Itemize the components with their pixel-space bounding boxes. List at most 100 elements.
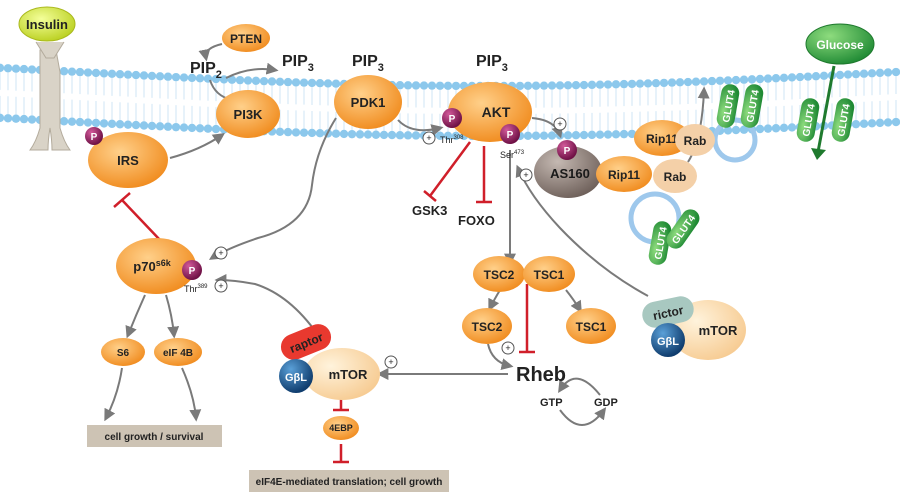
- glut4-membrane-a: GLUT4: [796, 98, 820, 142]
- membrane-head-outer: [723, 76, 733, 85]
- mtor2-label: mTOR: [699, 323, 738, 338]
- membrane-head-inner: [531, 131, 541, 140]
- membrane-head-inner: [867, 119, 877, 128]
- svg-text:Rip11: Rip11: [646, 132, 678, 146]
- membrane-head-outer: [411, 81, 421, 90]
- membrane-head-outer: [595, 80, 605, 89]
- membrane-head-inner: [371, 130, 381, 139]
- membrane-head-inner: [299, 128, 309, 137]
- membrane-head-inner: [203, 124, 213, 133]
- membrane-head-inner: [363, 130, 373, 139]
- inhibit-p70-irs: [113, 192, 161, 241]
- ser473-label: Ser473: [500, 150, 525, 160]
- membrane-head-outer: [395, 81, 405, 90]
- svg-text:eIF 4B: eIF 4B: [163, 348, 193, 359]
- arrow-gdp-gtp: [558, 377, 601, 396]
- membrane-head-outer: [563, 81, 573, 90]
- insulin-ligand: Insulin: [18, 6, 76, 42]
- membrane-head-outer: [675, 78, 685, 87]
- membrane-head-inner: [27, 115, 37, 124]
- membrane-head-inner: [19, 114, 29, 124]
- membrane-head-outer: [315, 79, 325, 88]
- membrane-head-inner: [275, 127, 285, 136]
- glucose-ligand: Glucose: [805, 23, 875, 160]
- membrane-head-inner: [147, 121, 157, 131]
- akt-label: AKT: [482, 104, 511, 120]
- membrane-head-outer: [419, 81, 429, 90]
- membrane-head-inner: [787, 123, 797, 132]
- membrane-head-inner: [611, 130, 621, 139]
- as160-label: AS160: [550, 166, 590, 181]
- membrane-head-inner: [755, 124, 765, 134]
- membrane-head-outer: [451, 81, 461, 91]
- membrane-head-outer: [619, 79, 629, 89]
- akt-phospho-ser473: P: [500, 124, 520, 144]
- svg-text:Rip11: Rip11: [608, 168, 640, 182]
- irs-label: IRS: [117, 153, 139, 168]
- inhibit-4ebp-translation: [333, 444, 349, 464]
- membrane-head-inner: [387, 130, 397, 140]
- membrane-head-inner: [547, 131, 557, 140]
- inhibitions: [113, 141, 535, 464]
- membrane-head-inner: [139, 121, 149, 130]
- arrow-irs-pi3k: [169, 132, 225, 159]
- membrane-head-outer: [291, 78, 301, 87]
- membrane-head-outer: [587, 80, 597, 90]
- mtorc1-complex: mTOR raptor GβL: [279, 324, 380, 400]
- membrane-head-inner: [307, 128, 317, 138]
- membrane-head-inner: [107, 119, 117, 129]
- membrane-head-outer: [555, 81, 565, 90]
- membrane-head-inner: [603, 130, 613, 139]
- membrane-head-outer: [611, 80, 621, 89]
- membrane-head-outer: [3, 64, 13, 73]
- arrows: [104, 43, 710, 426]
- membrane-head-outer: [771, 74, 781, 83]
- plus-p70-top: +: [214, 246, 228, 260]
- svg-text:TSC1: TSC1: [534, 268, 565, 282]
- membrane-head-outer: [267, 77, 277, 86]
- tsc2-node-complex: TSC2: [473, 256, 525, 292]
- pten-label: PTEN: [230, 32, 262, 46]
- rheb-label: Rheb: [516, 364, 566, 386]
- svg-text:rictor: rictor: [652, 303, 685, 323]
- membrane-head-outer: [187, 73, 197, 83]
- membrane-head-outer: [19, 64, 29, 74]
- membrane-head-outer: [539, 81, 549, 90]
- glut4-upper-a: GLUT4: [716, 84, 740, 128]
- gtp-label: GTP: [540, 397, 563, 409]
- svg-text:S6: S6: [117, 348, 130, 359]
- membrane-head-outer: [811, 72, 821, 81]
- glut4-upper-b: GLUT4: [740, 84, 764, 128]
- membrane-head-outer: [643, 79, 653, 88]
- membrane-head-inner: [291, 128, 301, 137]
- thr389-label: Thr389: [184, 284, 208, 294]
- membrane-head-inner: [59, 117, 69, 126]
- membrane-head-inner: [595, 130, 605, 139]
- membrane-head-outer: [667, 78, 677, 87]
- membrane-head-inner: [443, 131, 453, 141]
- membrane-head-outer: [515, 81, 525, 91]
- membrane-head-outer: [803, 72, 813, 81]
- membrane-head-outer: [115, 70, 125, 79]
- svg-text:GβL: GβL: [657, 336, 679, 348]
- membrane-head-outer: [235, 75, 245, 85]
- membrane-head-outer: [259, 76, 269, 86]
- membrane-head-inner: [83, 118, 93, 127]
- arrow-mtor-p70: [214, 274, 319, 336]
- membrane-head-outer: [883, 68, 893, 77]
- irs-node: IRS: [88, 132, 168, 188]
- membrane-head-inner: [179, 123, 189, 132]
- membrane-head-outer: [579, 80, 589, 90]
- inhibit-tsc-rheb: [519, 284, 535, 354]
- svg-text:P: P: [564, 146, 571, 157]
- translation-output-box: eIF4E-mediated translation; cell growth: [249, 470, 449, 492]
- glucose-label: Glucose: [816, 38, 864, 52]
- membrane-head-inner: [539, 131, 549, 140]
- membrane-head-outer: [107, 69, 117, 79]
- membrane-head-outer: [331, 79, 341, 88]
- membrane-head-outer: [275, 77, 285, 86]
- pdk1-label: PDK1: [351, 95, 386, 110]
- membrane-head-outer: [779, 73, 789, 83]
- membrane-head-outer: [323, 79, 333, 88]
